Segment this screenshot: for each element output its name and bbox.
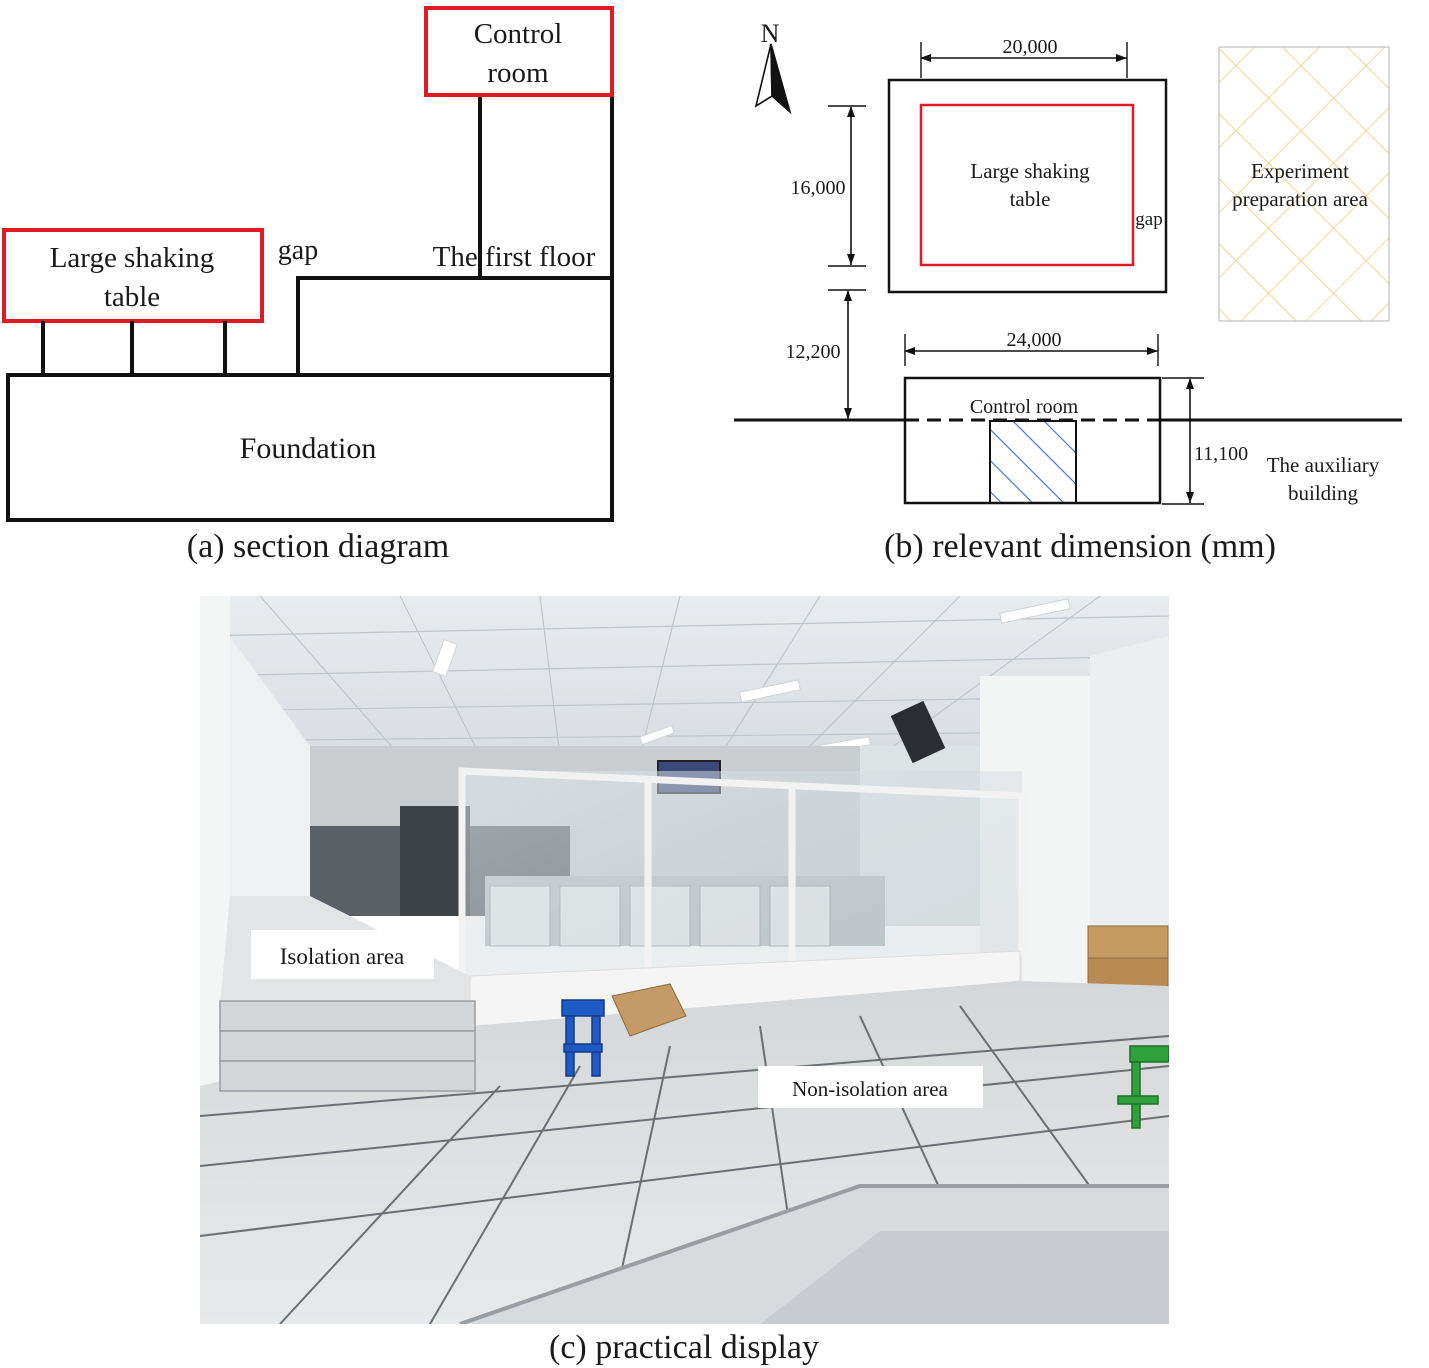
shaking-table-plan-label-line1: Large shaking	[970, 159, 1090, 183]
auxiliary-building-label-line1: The auxiliary	[1267, 453, 1380, 477]
non-isolation-area-label: Non-isolation area	[792, 1077, 948, 1101]
isolation-area-tag	[251, 930, 434, 979]
caption-c: (c) practical display	[549, 1329, 819, 1366]
caption-a: (a) section diagram	[187, 528, 449, 565]
north-label: N	[761, 19, 780, 48]
dim-height-label: 16,000	[791, 177, 846, 199]
isolation-area-label: Isolation area	[280, 944, 405, 969]
experiment-area-label-line1: Experiment	[1251, 159, 1349, 183]
dim-bottom-width-label: 24,000	[1007, 329, 1062, 351]
non-isolation-area-tag	[758, 1066, 983, 1108]
dim-top-width-label: 20,000	[1003, 36, 1058, 58]
first-floor-label: The first floor	[433, 241, 596, 273]
north-arrow-icon	[754, 43, 792, 115]
first-floor-outline	[296, 276, 614, 375]
caption-b: (b) relevant dimension (mm)	[884, 528, 1276, 565]
shaking-table-plan	[919, 103, 1135, 267]
control-room-label-line2: room	[487, 57, 549, 89]
experiment-area-label-line2: preparation area	[1232, 187, 1369, 211]
shaking-table-label-line2: table	[104, 281, 160, 313]
foundation-label: Foundation	[240, 432, 377, 465]
gap-plan-label: gap	[1135, 209, 1162, 230]
gap-label: gap	[278, 235, 318, 266]
panel-b-relevant-dimension: N 20,000 Large shaking table gap 16,000 …	[734, 19, 1402, 565]
auxiliary-building-label-line2: building	[1288, 481, 1359, 505]
shaking-table-plan-label-line2: table	[1010, 187, 1051, 211]
control-room-label-line1: Control	[474, 18, 563, 50]
panel-c-practical-display: Isolation area Non-isolation area (c) pr…	[200, 596, 1169, 1366]
dim-spacing-label: 12,200	[786, 341, 841, 363]
control-room-plan-label: Control room	[970, 396, 1079, 418]
control-room-hatch	[989, 420, 1077, 504]
experiment-area-hatch	[1218, 46, 1390, 322]
control-room-label-bg	[958, 396, 1090, 416]
shaking-table-label-line1: Large shaking	[50, 242, 215, 274]
control-room-box	[424, 6, 614, 97]
foundation-block	[6, 373, 614, 522]
pit-outline	[887, 78, 1168, 294]
panel-a-section-diagram: Foundation Large shaking table gap The f…	[2, 6, 614, 565]
dim-bottom-height-label: 11,100	[1194, 443, 1248, 465]
